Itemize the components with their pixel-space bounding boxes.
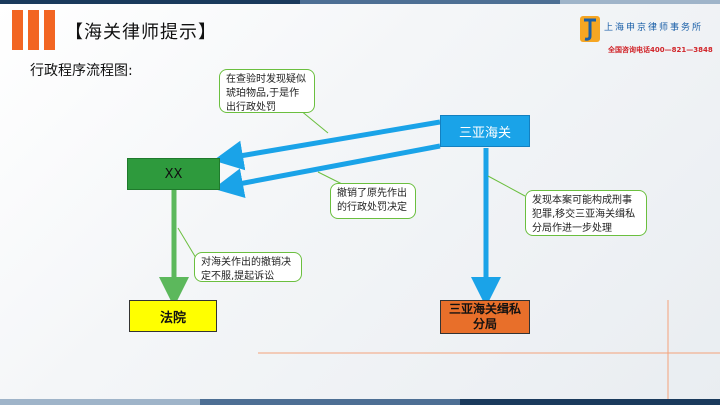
leader-criminal xyxy=(487,175,526,197)
top-decorative-bar xyxy=(0,0,720,4)
callout-inspection: 在查验时发现疑似琥珀物品,于是作出行政处罚 xyxy=(219,69,315,113)
firm-logo: 上海申京律师事务所 全国咨询电话400—821—3848 xyxy=(578,14,713,56)
bottom-decorative-bar xyxy=(0,399,720,405)
callout-criminal: 发现本案可能构成刑事犯罪,移交三亚海关缉私分局作进一步处理 xyxy=(525,190,647,236)
page-title: 【海关律师提示】 xyxy=(65,22,217,43)
firm-logo-mark-icon xyxy=(580,16,600,42)
firm-phone: 全国咨询电话400—821—3848 xyxy=(608,46,713,54)
arrow-customs-to-xx-lower xyxy=(213,143,441,198)
accent-stripe-1 xyxy=(12,10,23,50)
arrow-customs-to-xx-upper xyxy=(213,119,441,171)
node-xx: XX xyxy=(127,158,220,190)
accent-stripe-2 xyxy=(28,10,39,50)
page-subtitle: 行政程序流程图: xyxy=(30,63,133,79)
node-anti-smuggling-bureau: 三亚海关缉私分局 xyxy=(440,300,530,334)
node-sanya-customs: 三亚海关 xyxy=(440,115,530,147)
leader-inspection xyxy=(299,109,329,134)
accent-stripe-3 xyxy=(44,10,55,50)
callout-lawsuit: 对海关作出的撤销决定不服,提起诉讼 xyxy=(194,252,302,282)
callout-revoke: 撤销了原先作出的行政处罚决定 xyxy=(330,183,416,219)
leader-lawsuit xyxy=(177,227,197,259)
firm-name: 上海申京律师事务所 xyxy=(604,23,704,33)
node-court: 法院 xyxy=(129,300,217,332)
leader-revoke xyxy=(317,171,345,186)
